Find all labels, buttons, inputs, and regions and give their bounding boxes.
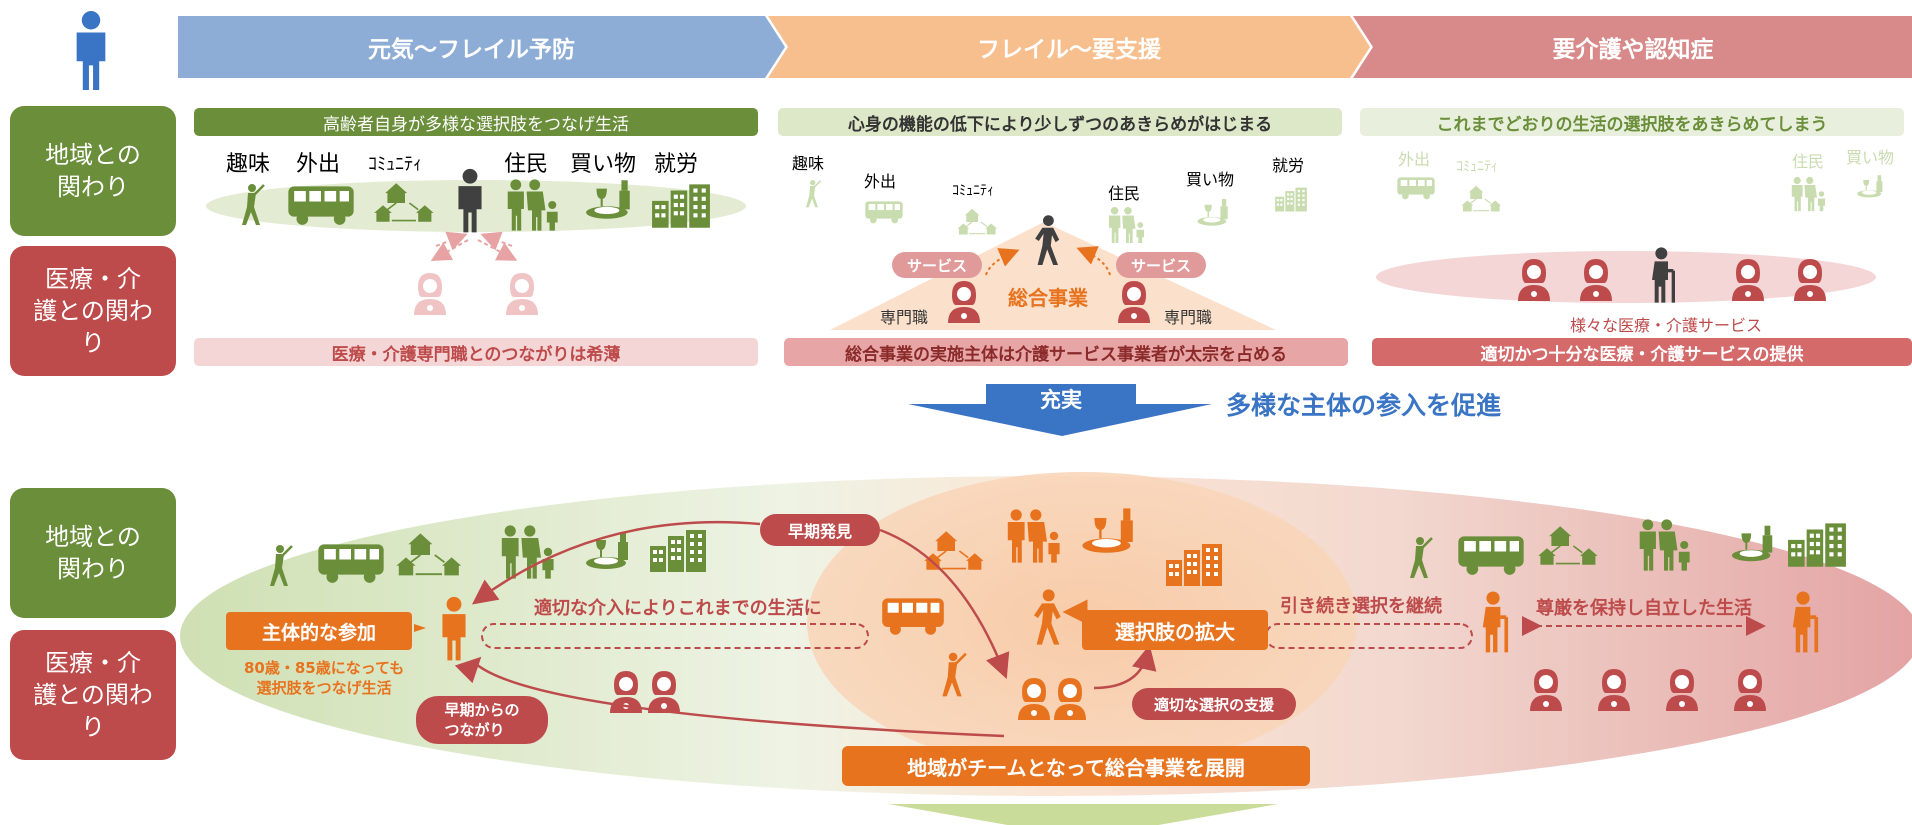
activity-hobby: 趣味 bbox=[226, 152, 271, 177]
row-label-care: 医療・介 護との関わ り bbox=[10, 246, 176, 376]
slogan: 多様な主体の参入を促進 bbox=[1226, 391, 1502, 420]
phase-title-1: 元気～フレイル予防 bbox=[368, 37, 575, 63]
activity-outing-3: 外出 bbox=[1398, 150, 1431, 169]
support-badge: 適切な選択の支援 bbox=[1132, 688, 1296, 720]
nurse-icon-faded bbox=[506, 273, 538, 315]
activity-hobby-2: 趣味 bbox=[792, 154, 825, 173]
activity-outing-2: 外出 bbox=[864, 172, 897, 191]
fulfill-arrow bbox=[908, 384, 1212, 436]
team-banner: 地域がチームとなって総合事業を展開 bbox=[842, 746, 1310, 786]
headline-col1: 高齢者自身が多様な選択肢をつなげ生活 bbox=[194, 108, 758, 136]
row-label-community-bottom: 地域との 関わり bbox=[10, 488, 176, 618]
activity-outing: 外出 bbox=[296, 152, 341, 177]
activity-shopping-3: 買い物 bbox=[1846, 148, 1895, 167]
phase-arrow-1 bbox=[178, 16, 785, 78]
footer-col2: 総合事業の実施主体は介護サービス事業者が太宗を占める bbox=[784, 338, 1348, 366]
age-note: 80歳・85歳になっても 選択肢をつなげ生活 bbox=[244, 659, 405, 697]
activity-residents: 住民 bbox=[504, 152, 549, 177]
activity-community: ｺﾐｭﾆﾃｨ bbox=[368, 154, 422, 175]
nurse-icon-faded bbox=[414, 273, 446, 315]
phase-title-2: フレイル～要支援 bbox=[977, 37, 1161, 63]
continue-label: 引き続き選択を継続 bbox=[1280, 596, 1442, 617]
activity-residents-2: 住民 bbox=[1108, 184, 1141, 203]
headline-col2: 心身の機能の低下により少しずつのあきらめがはじまる bbox=[778, 108, 1342, 136]
services-label: 様々な医療・介護サービス bbox=[1570, 316, 1763, 335]
fulfill-label: 充実 bbox=[1040, 388, 1082, 412]
activity-shopping-2: 買い物 bbox=[1186, 170, 1235, 189]
dignity-label: 尊厳を保持し自立した生活 bbox=[1536, 598, 1752, 619]
service-badge-left: サービス bbox=[892, 252, 982, 278]
professional-right: 専門職 bbox=[1164, 308, 1213, 327]
row-label-care-bottom: 医療・介 護との関わ り bbox=[10, 630, 176, 760]
general-project-label: 総合事業 bbox=[1008, 286, 1088, 310]
active-participation: 主体的な参加 bbox=[226, 612, 412, 650]
early-detection-badge: 早期発見 bbox=[760, 514, 880, 546]
activity-shopping: 買い物 bbox=[570, 152, 637, 177]
expand-choices: 選択肢の拡大 bbox=[1082, 610, 1268, 650]
down-arrow bbox=[888, 804, 1278, 825]
activity-community-3: ｺﾐｭﾆﾃｨ bbox=[1456, 159, 1498, 175]
activity-work-2: 就労 bbox=[1272, 156, 1305, 175]
headline-col3: これまでどおりの生活の選択肢をあきらめてしまう bbox=[1360, 108, 1904, 136]
activity-work: 就労 bbox=[654, 152, 699, 177]
activity-residents-3: 住民 bbox=[1792, 152, 1825, 171]
phase-title-3: 要介護や認知症 bbox=[1552, 37, 1714, 63]
footer-col1: 医療・介護専門職とのつながりは希薄 bbox=[194, 338, 758, 366]
service-badge-right: サービス bbox=[1116, 252, 1206, 278]
row-label-community: 地域との 関わり bbox=[10, 106, 176, 236]
professional-left: 専門職 bbox=[880, 308, 929, 327]
early-connection-badge: 早期からの つながり bbox=[416, 696, 548, 744]
activity-community-2: ｺﾐｭﾆﾃｨ bbox=[952, 183, 994, 199]
phase-arrow-2 bbox=[768, 16, 1370, 78]
person-icon bbox=[76, 11, 106, 90]
phase-arrow-3 bbox=[1353, 16, 1912, 78]
intervention-label: 適切な介入によりこれまでの生活に bbox=[534, 598, 822, 619]
footer-col3: 適切かつ十分な医療・介護サービスの提供 bbox=[1372, 338, 1912, 366]
